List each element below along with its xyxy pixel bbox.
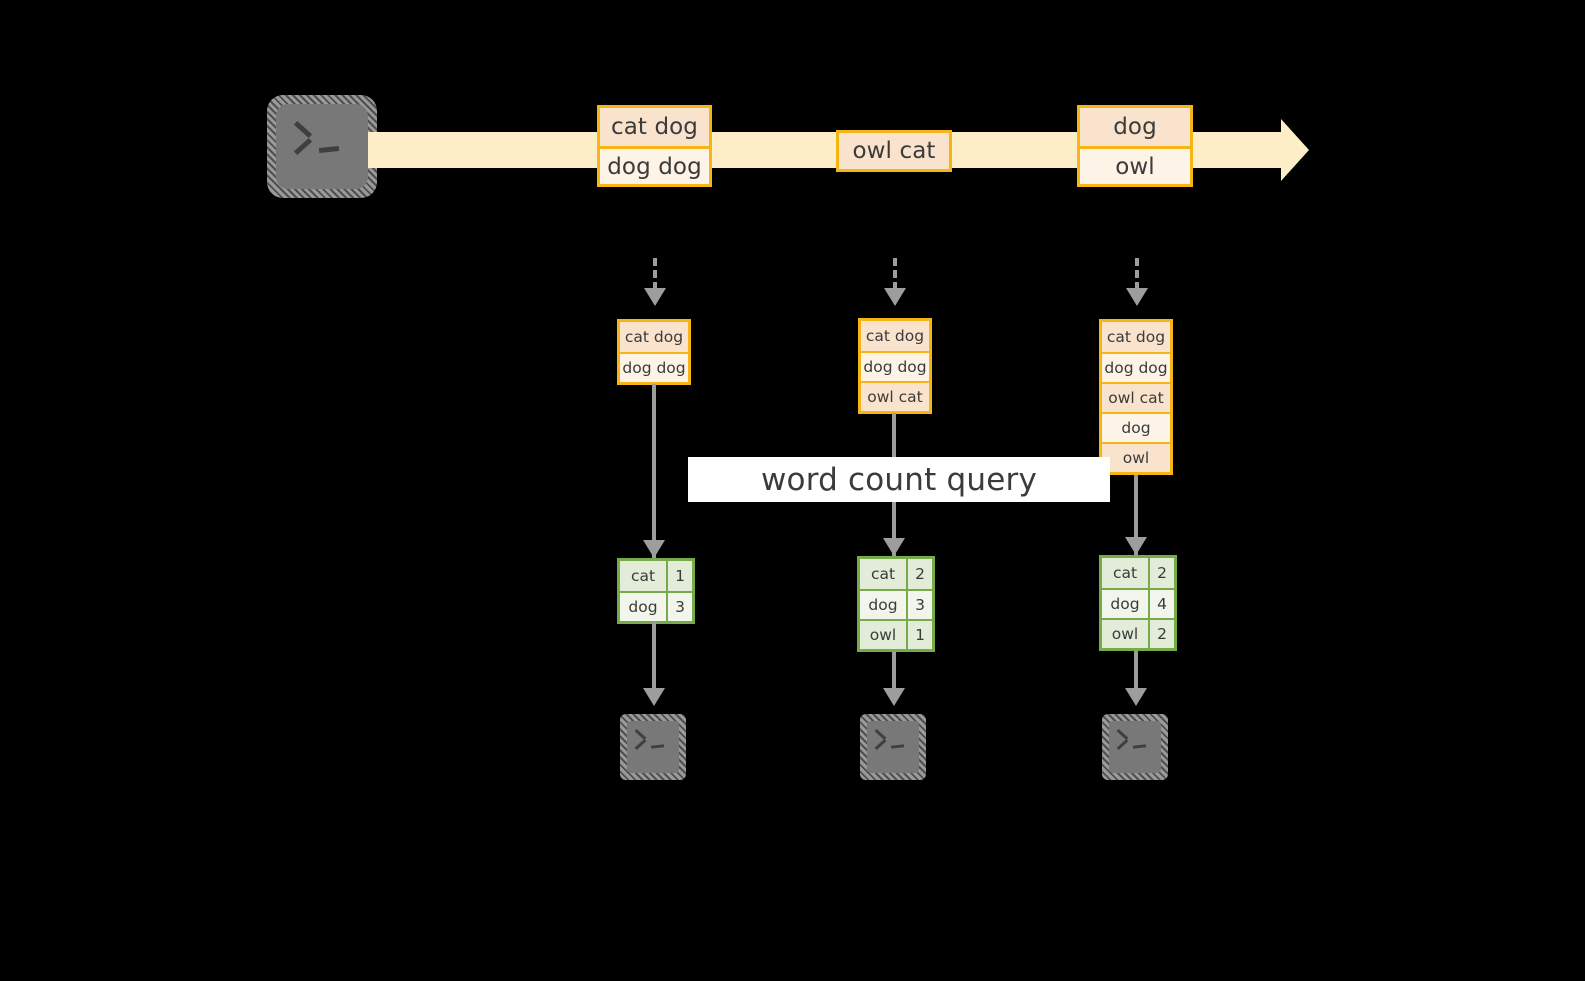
- table-row: owl 2: [1102, 618, 1174, 648]
- accumulated-state-table-2: cat dog dog dog owl cat: [858, 318, 932, 414]
- word-count-table-3: cat 2 dog 4 owl 2: [1099, 555, 1177, 651]
- terminal-prompt-glyph: [634, 729, 668, 755]
- table-row: cat 2: [1102, 558, 1174, 588]
- query-label: word count query: [688, 457, 1110, 502]
- count-value: 1: [906, 621, 932, 649]
- table-row: cat 2: [860, 559, 932, 589]
- sink-arrow-1-line: [652, 622, 656, 694]
- state-row: dog dog: [620, 352, 688, 382]
- count-word: dog: [860, 591, 906, 619]
- state-row: dog dog: [1102, 352, 1170, 382]
- query-arrow-1-head: [643, 540, 665, 558]
- count-word: cat: [1102, 558, 1148, 588]
- word-count-table-1: cat 1 dog 3: [617, 558, 695, 624]
- sink-arrow-3-line: [1134, 651, 1138, 694]
- feed-arrow-3-head: [1126, 288, 1148, 306]
- stream-event-line: cat dog: [600, 108, 709, 146]
- sink-terminal-icon-1: [620, 714, 686, 780]
- stream-event-line: dog: [1080, 108, 1190, 146]
- state-row: cat dog: [861, 321, 929, 351]
- state-row: cat dog: [1102, 322, 1170, 352]
- state-row: dog: [1102, 412, 1170, 442]
- count-word: owl: [1102, 620, 1148, 648]
- state-row: owl: [1102, 442, 1170, 472]
- terminal-prompt-glyph: [293, 120, 347, 163]
- query-arrow-3-line: [1134, 475, 1138, 558]
- stream-event-group-1: cat dog dog dog: [597, 105, 712, 187]
- table-row: dog 4: [1102, 588, 1174, 618]
- count-word: owl: [860, 621, 906, 649]
- query-arrow-3-head: [1125, 537, 1147, 555]
- count-word: dog: [1102, 590, 1148, 618]
- word-count-table-2: cat 2 dog 3 owl 1: [857, 556, 935, 652]
- table-row: dog 3: [620, 591, 692, 621]
- stream-event-group-3: dog owl: [1077, 105, 1193, 187]
- feed-arrow-2-head: [884, 288, 906, 306]
- accumulated-state-table-3: cat dog dog dog owl cat dog owl: [1099, 319, 1173, 475]
- stream-event-line: owl: [1080, 146, 1190, 184]
- terminal-prompt-glyph: [1116, 729, 1150, 755]
- table-row: dog 3: [860, 589, 932, 619]
- count-word: cat: [620, 561, 666, 591]
- feed-arrow-1-head: [644, 288, 666, 306]
- state-row: owl cat: [1102, 382, 1170, 412]
- sink-terminal-icon-3: [1102, 714, 1168, 780]
- count-value: 2: [906, 559, 932, 589]
- sink-arrow-3-head: [1125, 688, 1147, 706]
- state-row: cat dog: [620, 322, 688, 352]
- count-word: cat: [860, 559, 906, 589]
- state-row: dog dog: [861, 351, 929, 381]
- count-value: 2: [1148, 620, 1174, 648]
- feed-arrow-1-line: [653, 258, 657, 290]
- accumulated-state-table-1: cat dog dog dog: [617, 319, 691, 385]
- sink-arrow-2-head: [883, 688, 905, 706]
- source-terminal-icon: [267, 95, 377, 198]
- feed-arrow-3-line: [1135, 258, 1139, 290]
- stream-event-line: owl cat: [839, 133, 949, 169]
- count-value: 4: [1148, 590, 1174, 618]
- terminal-screen: [276, 104, 368, 189]
- count-value: 3: [666, 593, 692, 621]
- query-arrow-2-head: [883, 538, 905, 556]
- count-word: dog: [620, 593, 666, 621]
- state-row: owl cat: [861, 381, 929, 411]
- count-value: 1: [666, 561, 692, 591]
- event-stream-arrow-head: [1281, 119, 1309, 181]
- sink-terminal-icon-2: [860, 714, 926, 780]
- table-row: owl 1: [860, 619, 932, 649]
- sink-arrow-2-line: [892, 652, 896, 694]
- count-value: 2: [1148, 558, 1174, 588]
- feed-arrow-2-line: [893, 258, 897, 290]
- stream-event-line: dog dog: [600, 146, 709, 184]
- count-value: 3: [906, 591, 932, 619]
- terminal-prompt-glyph: [874, 729, 908, 755]
- sink-arrow-1-head: [643, 688, 665, 706]
- table-row: cat 1: [620, 561, 692, 591]
- stream-event-group-2: owl cat: [836, 130, 952, 172]
- query-arrow-1-line: [652, 384, 656, 559]
